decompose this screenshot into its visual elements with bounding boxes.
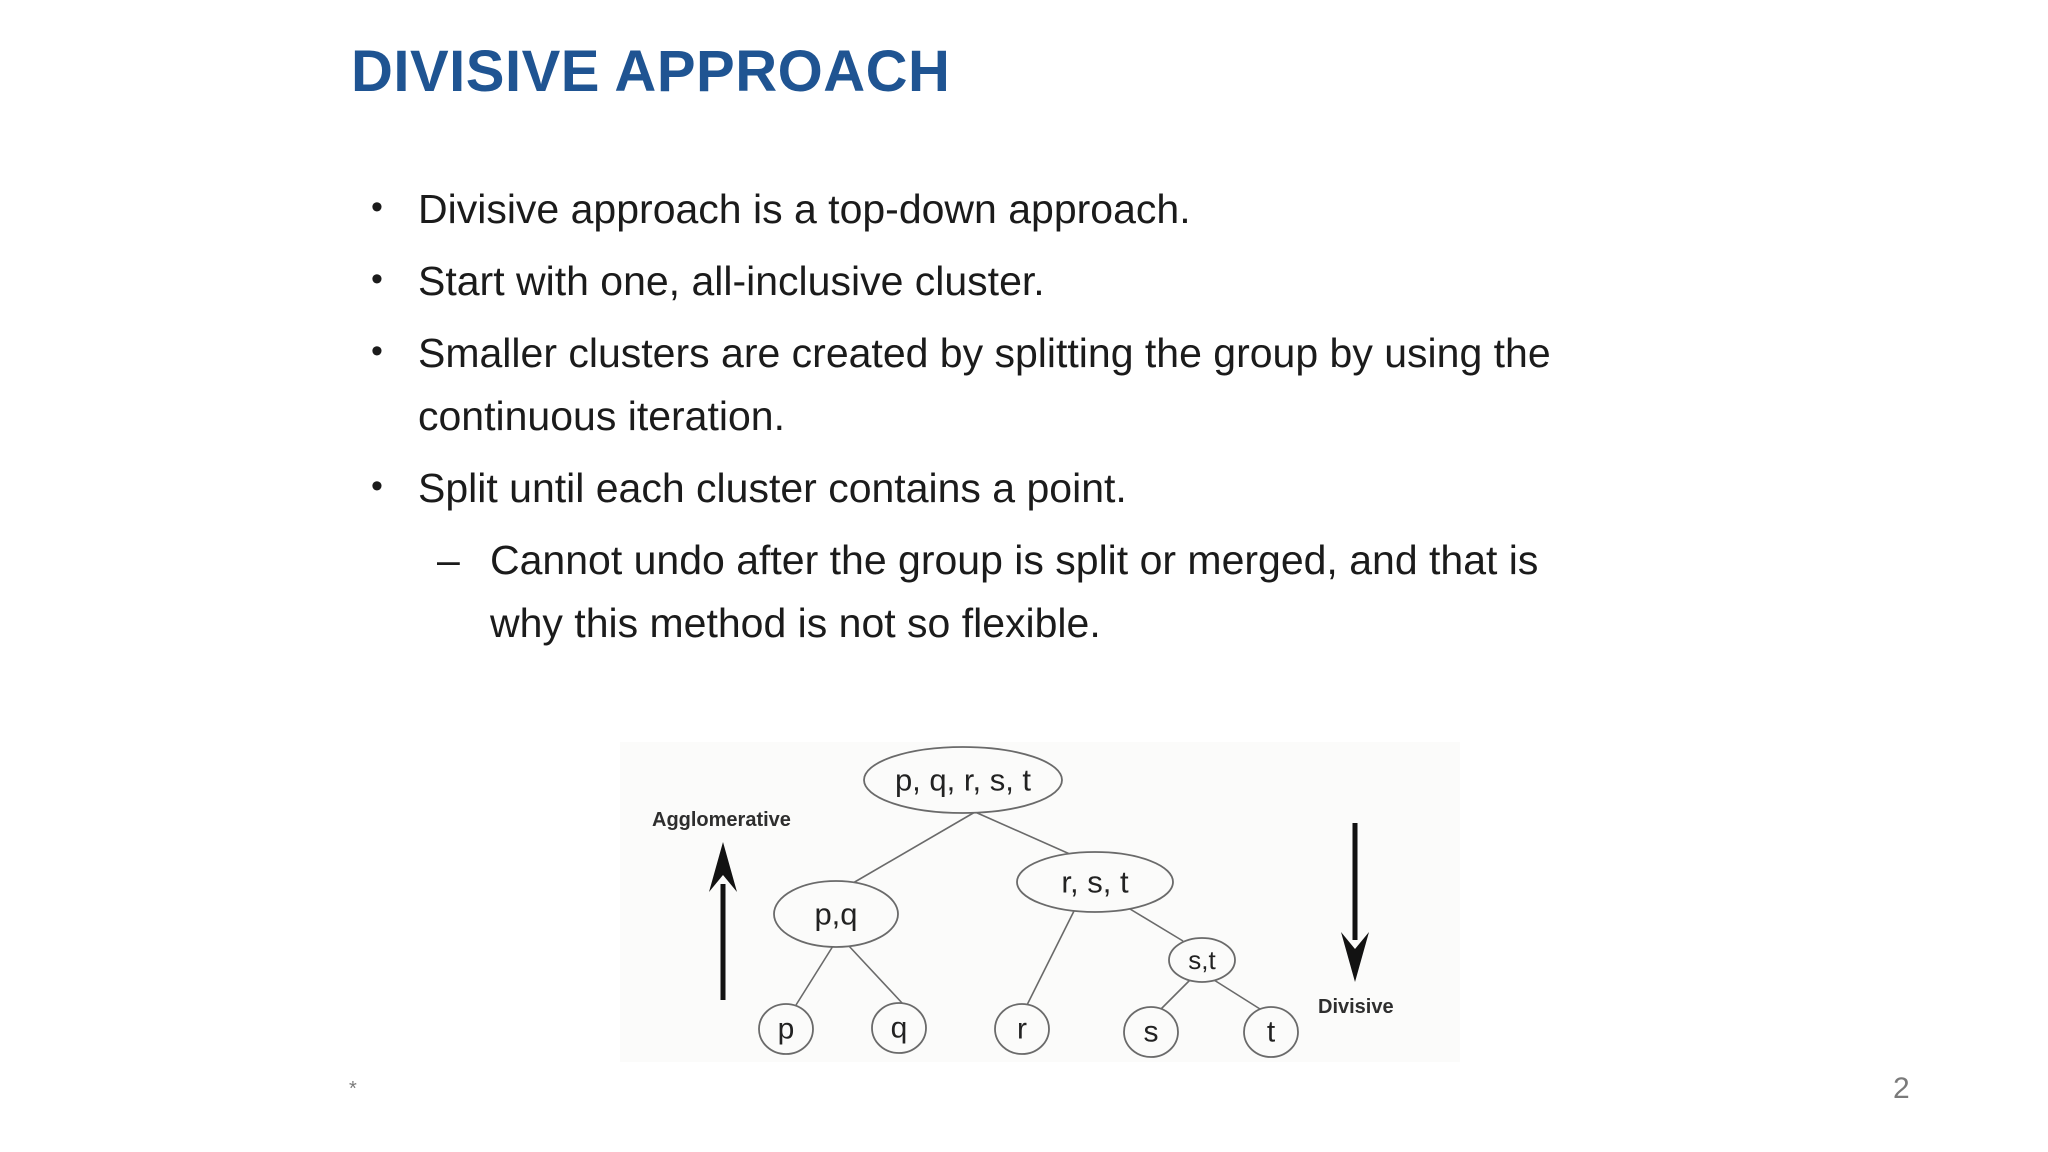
bullet-item-4: • Split until each cluster contains a poi… [365, 457, 1765, 520]
tree-edge-st-s [1160, 978, 1192, 1010]
bullet-marker: • [371, 467, 383, 505]
tree-node-label-rst: r, s, t [1061, 865, 1129, 900]
bullet-text: Start with one, all-inclusive cluster. [418, 258, 1045, 304]
bullet-marker: • [371, 332, 383, 370]
tree-node-label-p: p [778, 1013, 795, 1046]
bullet-text: Split until each cluster contains a poin… [418, 465, 1127, 511]
divisive-down-arrow-head [1341, 932, 1369, 982]
divisive-label: Divisive [1318, 996, 1394, 1018]
tree-edge-rst-st [1124, 905, 1184, 942]
tree-node-label-r: r [1017, 1013, 1027, 1046]
tree-edge-root-pq [852, 811, 976, 884]
tree-edge-st-t [1213, 979, 1261, 1010]
bullet-item-3: • Smaller clusters are created by splitti… [365, 322, 1765, 448]
tree-node-label-st: s,t [1188, 945, 1216, 975]
tree-node-st [1168, 937, 1236, 983]
hierarchical-clustering-diagram: p, q, r, s, t p,q r, s, t s,t p q r s t Agglomera… [620, 742, 1460, 1062]
agglomerative-label: Agglomerative [652, 809, 791, 831]
bullet-text: Smaller clusters are created by splittin… [418, 330, 1551, 439]
bullet-marker: • [371, 260, 383, 298]
tree-edge-rst-r [1026, 908, 1076, 1006]
bullet-item-2: • Start with one, all-inclusive cluster. [365, 250, 1765, 313]
page-number: 2 [1893, 1072, 1910, 1105]
tree-node-s [1123, 1006, 1179, 1058]
tree-node-t [1243, 1006, 1299, 1058]
tree-edge-pq-p [795, 945, 834, 1006]
tree-node-rst [1016, 851, 1174, 913]
tree-edge-root-rst [974, 811, 1073, 856]
bullet-text: Divisive approach is a top-down approach… [418, 186, 1191, 232]
tree-node-label-q: q [891, 1012, 908, 1045]
bullet-text: Cannot undo after the group is split or … [490, 537, 1539, 646]
tree-node-label-root: p, q, r, s, t [895, 763, 1031, 798]
tree-node-q [871, 1002, 927, 1054]
tree-node-label-s: s [1144, 1016, 1159, 1049]
bullet-list: • Divisive approach is a top-down approac… [365, 178, 1765, 664]
agglomerative-up-arrow-head [709, 842, 737, 892]
tree-node-label-pq: p,q [814, 897, 857, 932]
tree-node-pq [773, 880, 899, 948]
dash-marker: – [437, 537, 460, 583]
tree-node-r [994, 1003, 1050, 1055]
tree-node-root [863, 746, 1063, 814]
bullet-marker: • [371, 188, 383, 226]
tree-node-p [758, 1003, 814, 1055]
tree-edge-pq-q [847, 944, 904, 1005]
bullet-item-1: • Divisive approach is a top-down approac… [365, 178, 1765, 241]
tree-node-label-t: t [1267, 1016, 1276, 1049]
bullet-item-5: –Cannot undo after the group is split or… [437, 529, 1765, 655]
slide-title: DIVISIVE APPROACH [351, 39, 951, 104]
footnote-marker: * [349, 1078, 357, 1100]
